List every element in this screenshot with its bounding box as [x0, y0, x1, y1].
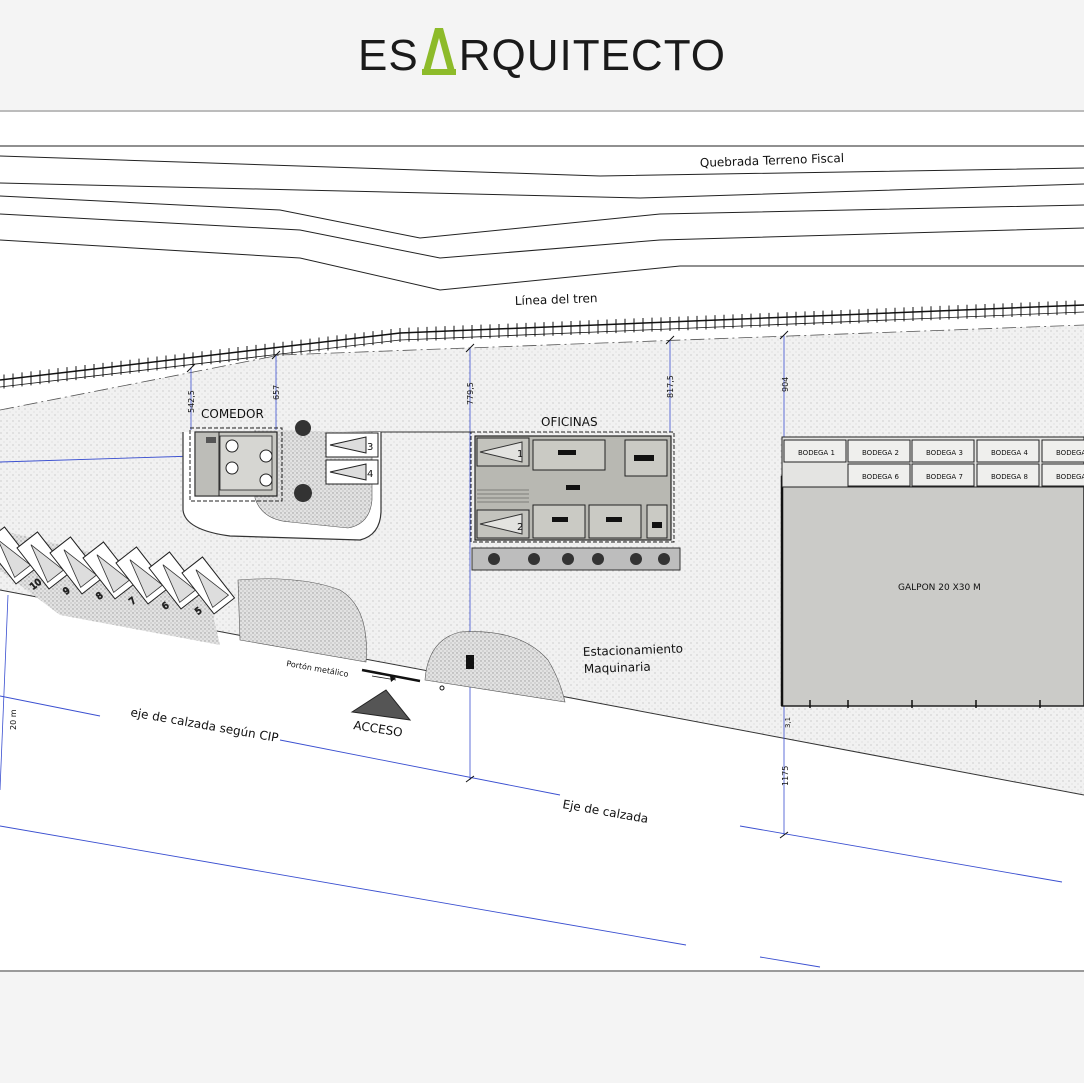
oficinas-label: OFICINAS — [541, 415, 598, 429]
bodega-cell[interactable] — [911, 463, 975, 487]
parking-row-label: 9 — [62, 586, 73, 598]
parking-spot[interactable] — [0, 526, 38, 585]
eje-cip-label: eje de calzada según CIP — [129, 705, 279, 745]
bodega-cell[interactable] — [783, 439, 847, 463]
property-boundary — [0, 324, 1084, 411]
parking-spaces-right[interactable] — [325, 432, 379, 485]
landscape-mound-right — [424, 631, 566, 703]
landscape-mound-left — [237, 578, 367, 663]
galpon-label: GALPON 20 X30 M — [898, 583, 981, 593]
bodegas-block[interactable]: BODEGA 1 BODEGA 2 BODEGA 3 BODEGA 4 BODEGA BO… — [781, 436, 1084, 488]
bodega-cell[interactable] — [1041, 439, 1084, 463]
parking-row-label: 6 — [161, 601, 172, 613]
dim-galpon-gap: 3,1 — [784, 717, 792, 728]
planter-strip — [471, 547, 681, 571]
tree-icons — [294, 420, 312, 502]
road-axes — [0, 455, 1063, 968]
brand-prefix: ES — [357, 31, 419, 80]
dim-comedor-left: 542,5 — [187, 390, 196, 413]
porton-label: Portón metálico — [286, 658, 350, 679]
bodega-label: BODEGA 3 — [926, 449, 963, 457]
parking-row-label: 8 — [95, 591, 106, 603]
dim-oficinas-left: 779,5 — [466, 382, 475, 405]
page-header: ES RQUITECTO — [0, 0, 1084, 112]
galpon-building[interactable] — [780, 475, 1084, 708]
parking-row-label: 7 — [128, 596, 139, 607]
bodega-cell[interactable] — [1041, 463, 1084, 487]
dim-galpon-top: 904 — [781, 377, 790, 392]
dim-comedor-right: 657 — [272, 385, 281, 400]
bodega-cell[interactable] — [911, 439, 975, 463]
parking-4-label: 4 — [367, 469, 373, 480]
site-plan-drawing: 542,5 657 779,5 817,5 904 1175 3,1 20 m … — [0, 145, 1084, 968]
estacionamiento-label-2: Maquinaria — [584, 660, 651, 676]
parking-row-label: 5 — [194, 606, 205, 617]
dimension-lines — [0, 335, 785, 835]
comedor-building[interactable] — [182, 427, 382, 541]
dining-tables — [225, 439, 273, 487]
parking-2-label: 2 — [517, 522, 523, 533]
bodega-cell[interactable] — [976, 463, 1040, 487]
comedor-label: COMEDOR — [201, 407, 264, 421]
bodega-label: BODEGA — [1056, 449, 1084, 457]
bodega-label: BODEGA 2 — [862, 449, 899, 457]
parking-spot[interactable] — [181, 556, 236, 615]
eje-label: Eje de calzada — [561, 797, 649, 826]
brand-accent-letter — [419, 28, 459, 76]
bodega-label: BODEGA 4 — [991, 449, 1028, 457]
railway-ties — [3, 300, 1076, 389]
page-footer — [0, 972, 1084, 1083]
bodega-label: BODEGA — [1056, 473, 1084, 481]
acceso-label: ACCESO — [353, 718, 404, 740]
quebrada-label: Quebrada Terreno Fiscal — [700, 151, 845, 170]
bodega-label: BODEGA 7 — [926, 473, 963, 481]
dim-oficinas-right: 817,5 — [666, 375, 675, 398]
dimension-ticks — [186, 330, 789, 839]
brand-logo[interactable]: ES RQUITECTO — [0, 28, 1084, 81]
brand-suffix: RQUITECTO — [458, 31, 726, 80]
bodega-cell[interactable] — [847, 439, 911, 463]
linea-tren-label: Línea del tren — [515, 291, 598, 308]
bodega-label: BODEGA 1 — [798, 449, 835, 457]
parking-3-label: 3 — [367, 442, 373, 453]
parking-1-label: 1 — [517, 449, 523, 460]
accent-a-icon — [421, 28, 456, 75]
dim-road-width: 20 m — [9, 709, 18, 730]
estacionamiento-label-1: Estacionamiento — [583, 642, 684, 659]
dim-galpon-road: 1175 — [781, 766, 790, 786]
access-arrow-icon[interactable] — [350, 689, 412, 721]
parking-spot[interactable] — [115, 546, 170, 605]
terrain-contours — [0, 145, 1084, 291]
metal-gate[interactable] — [361, 668, 421, 683]
oficinas-building[interactable] — [470, 431, 675, 543]
parking-spot[interactable] — [49, 536, 104, 595]
site-plan: 542,5 657 779,5 817,5 904 1175 3,1 20 m … — [0, 112, 1084, 972]
bodega-label: BODEGA 8 — [991, 473, 1028, 481]
bodega-cell[interactable] — [847, 463, 911, 487]
bodega-cell[interactable] — [976, 439, 1040, 463]
bodega-label: BODEGA 6 — [862, 473, 899, 481]
gate-post — [466, 655, 474, 669]
